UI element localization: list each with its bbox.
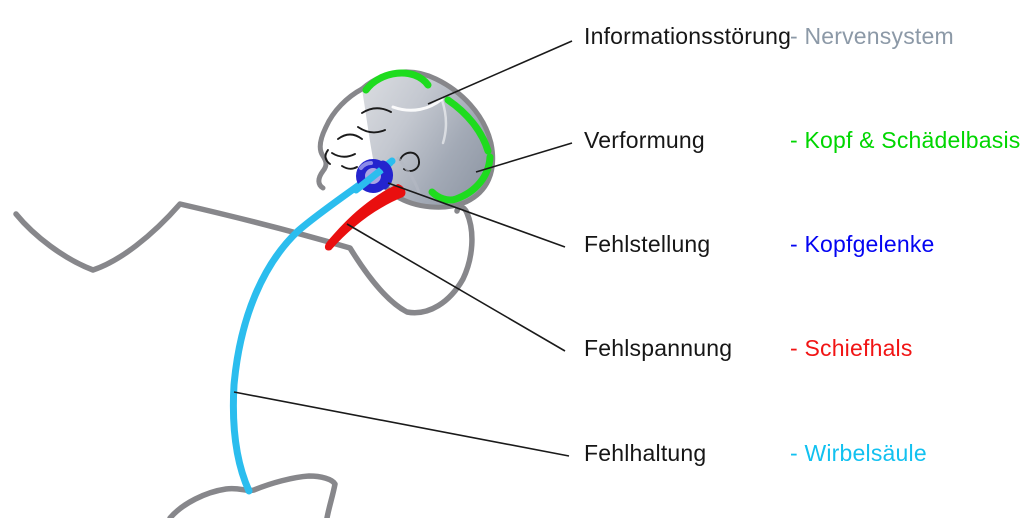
eyebrow-upper	[361, 107, 392, 114]
target-kopfgelenke: - Kopfgelenke	[790, 231, 935, 257]
body-outline-arm-back	[13, 201, 475, 316]
skull-green-arc-top	[362, 69, 432, 94]
connector-kopfgelenke	[387, 182, 566, 248]
target-schiefhals: - Schiefhals	[790, 335, 913, 361]
connector-nervensystem	[427, 40, 573, 105]
face-features	[324, 107, 420, 172]
head-joint-ring-front	[378, 160, 394, 190]
jaw-shading	[396, 156, 421, 195]
target-wirbelsaeule: - Wirbelsäule	[790, 440, 927, 466]
connector-schiefhals	[346, 223, 566, 352]
closed-eye-upper	[357, 126, 386, 134]
head-joint-marker	[352, 159, 394, 194]
skull-green-arc-bottom	[428, 153, 494, 204]
eyebrow-lower	[337, 133, 363, 140]
face-outline	[316, 86, 365, 191]
term-fehlstellung: Fehlstellung	[584, 231, 711, 257]
body-outline-pelvis	[167, 473, 338, 518]
connector-kopf-schaedelbasis	[475, 142, 573, 173]
target-kopf-schaedelbasis: - Kopf & Schädelbasis	[790, 127, 1021, 153]
nose-curve	[324, 149, 331, 165]
term-informationsstoerung: Informationsstörung	[584, 23, 792, 49]
closed-eye-lower	[331, 152, 356, 158]
skull-highlight-side	[440, 98, 448, 145]
target-nervensystem: - Nervensystem	[790, 23, 954, 49]
ear-curve	[399, 151, 420, 172]
term-verformung: Verformung	[584, 127, 705, 153]
term-fehlhaltung: Fehlhaltung	[584, 440, 707, 466]
spine-curve	[229, 157, 396, 495]
skull-green-arcs	[362, 69, 494, 204]
neck-muscle-red-band	[324, 184, 406, 251]
connector-wirbelsaeule	[233, 391, 570, 457]
term-fehlspannung: Fehlspannung	[584, 335, 733, 361]
skull-green-arc-right	[444, 96, 492, 155]
mouth-curve	[341, 165, 358, 170]
head-joint-ring-highlight	[359, 161, 373, 170]
skull-highlight	[391, 97, 444, 112]
connector-lines	[233, 40, 573, 457]
